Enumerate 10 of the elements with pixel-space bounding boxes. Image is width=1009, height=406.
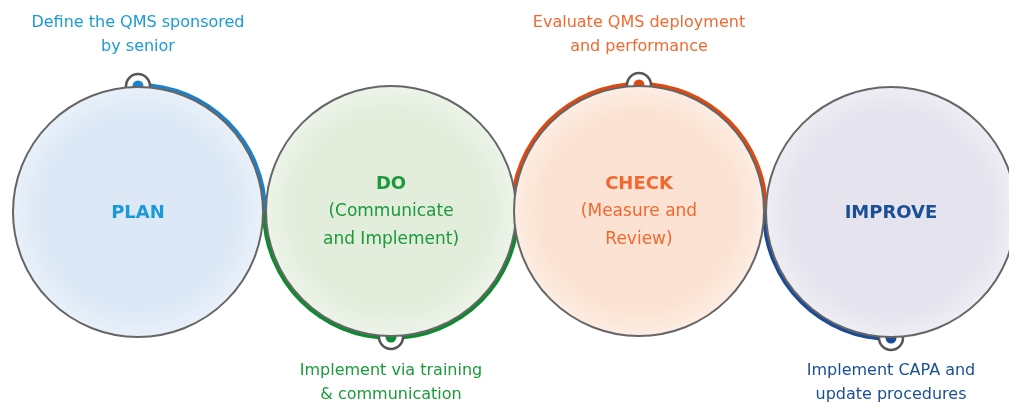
annotation-text: Implement CAPA and update procedures [805, 359, 977, 405]
annotation-text: Evaluate QMS deployment and performance [531, 11, 747, 57]
stage-title: DO [375, 171, 407, 195]
stage-title: CHECK [605, 171, 673, 195]
stage-description: (Communicate and Implement) [322, 199, 460, 250]
annotation-text: Define the QMS sponsored by senior [30, 11, 246, 57]
stage-title: IMPROVE [844, 200, 938, 224]
stage-description: (Measure and Review) [579, 199, 699, 250]
stage-title: PLAN [111, 200, 165, 224]
annotation-text: Implement via training & communication [298, 359, 484, 405]
